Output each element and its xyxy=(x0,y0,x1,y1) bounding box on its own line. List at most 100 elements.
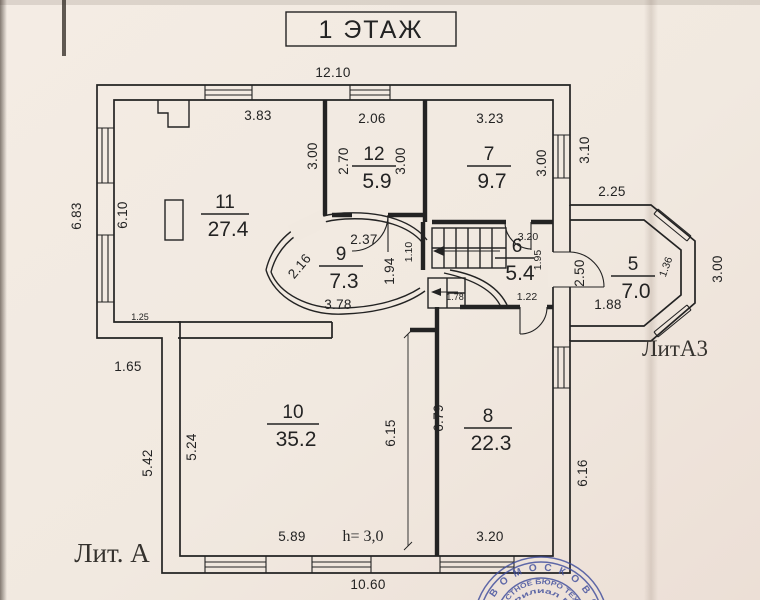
title-box xyxy=(285,11,457,47)
building-label-lit-a: Лит. А xyxy=(74,538,150,568)
window-left-1 xyxy=(97,127,114,184)
room-10-label: 10 35.2 xyxy=(267,402,319,451)
window-bay-bottom xyxy=(653,304,692,338)
dim-r9-top: 2.37 xyxy=(350,232,377,247)
top-edge-shadow xyxy=(0,0,760,5)
room9-door-opening xyxy=(287,210,329,242)
room-7-area: 9.7 xyxy=(477,170,506,193)
dim-r8-bottom: 3.20 xyxy=(476,529,503,544)
room-8-number: 8 xyxy=(483,406,494,427)
dim-left-out: 6.83 xyxy=(69,202,84,229)
step-box xyxy=(427,277,466,309)
dim-r6-bottom: 1.22 xyxy=(517,291,538,303)
window-bottom-3 xyxy=(439,556,515,573)
dim-r9-bottom: 3.78 xyxy=(324,297,351,312)
dim-bay-right: 3.00 xyxy=(710,255,725,282)
room-10-number: 10 xyxy=(282,402,303,423)
window-bottom-2 xyxy=(311,556,372,573)
dim-bay-bottom: 1.88 xyxy=(594,297,621,312)
interior-walls xyxy=(322,100,553,556)
dim-bottom-width: 10.60 xyxy=(350,577,385,592)
dim-left-in: 6.10 xyxy=(115,201,130,228)
room-5-area: 7.0 xyxy=(621,280,650,303)
dim-r11-top: 3.83 xyxy=(244,108,271,123)
room-9-label: 9 7.3 xyxy=(319,244,363,293)
window-right-top xyxy=(553,134,570,179)
paper-crease xyxy=(644,0,658,600)
room-12-area: 5.9 xyxy=(362,170,391,193)
page-edge-line xyxy=(62,0,66,56)
door-room6 xyxy=(519,306,548,335)
door-room7 xyxy=(504,221,532,250)
dimension-line-6-15 xyxy=(403,329,413,551)
dim-r10-right: 6.15 xyxy=(383,419,398,446)
room-9-area: 7.3 xyxy=(329,270,358,293)
room-6-area: 5.4 xyxy=(505,262,535,285)
building-label-lit-a3: ЛитА3 xyxy=(642,336,708,361)
room-10-area: 35.2 xyxy=(276,428,317,451)
dim-r12-top: 2.06 xyxy=(358,111,385,126)
dim-step-box: 1.78 xyxy=(446,292,464,302)
stove-rect xyxy=(164,199,184,241)
dim-r6-top: 3.20 xyxy=(518,231,539,243)
dim-top-width: 12.10 xyxy=(315,65,350,80)
room-8-area: 22.3 xyxy=(471,432,512,455)
floor-title: 1 ЭТАЖ xyxy=(318,16,423,44)
door-room12 xyxy=(351,214,389,252)
step-arrow-icon xyxy=(431,288,441,296)
stairs-arrow-icon xyxy=(433,246,444,256)
room-6-label: 6 5.4 xyxy=(495,236,535,285)
room-11-number: 11 xyxy=(215,192,235,213)
dim-r10-bottom: 5.89 xyxy=(278,529,305,544)
wall-room11-bottom xyxy=(178,321,437,339)
room-8-label: 8 22.3 xyxy=(464,406,512,455)
room-9-number: 9 xyxy=(336,244,347,265)
window-top-2 xyxy=(349,85,391,100)
room-labels: 11 27.4 12 5.9 7 9.7 9 7.3 6 5.4 5 7.0 xyxy=(201,144,655,455)
dim-bay-top: 2.25 xyxy=(598,184,625,199)
dim-left-low-out: 5.42 xyxy=(140,449,155,476)
room-12-number: 12 xyxy=(363,144,384,165)
room-5-label: 5 7.0 xyxy=(611,254,655,303)
dim-r12-right: 3.00 xyxy=(393,147,408,174)
window-bay-top xyxy=(653,208,692,242)
window-left-2 xyxy=(97,234,114,303)
bay-door-jambs xyxy=(553,251,570,288)
dim-r9-right: 1.94 xyxy=(382,257,397,285)
room-11-label: 11 27.4 xyxy=(201,192,249,241)
curved-passage-wall xyxy=(443,269,509,308)
staircase xyxy=(431,227,507,269)
ceiling-height-note: h= 3,0 xyxy=(342,528,383,545)
wall-niche xyxy=(157,100,190,128)
bay-door-opening xyxy=(548,252,574,287)
window-top-1 xyxy=(204,85,253,100)
dim-right-top-out: 3.10 xyxy=(577,136,592,163)
dim-r11-right-h: 3.00 xyxy=(305,142,320,169)
room-7-number: 7 xyxy=(484,144,495,165)
window-right-low xyxy=(553,346,570,389)
room-11-area: 27.4 xyxy=(208,218,249,241)
window-bottom-1 xyxy=(204,556,267,573)
dim-right-low-out: 6.16 xyxy=(575,459,590,486)
dim-r7-right: 3.00 xyxy=(534,149,549,176)
dim-r12-left: 2.70 xyxy=(336,147,351,174)
left-photo-edge xyxy=(0,0,7,600)
door-room5 xyxy=(569,251,605,288)
room-7-label: 7 9.7 xyxy=(467,144,511,193)
doors xyxy=(351,214,605,335)
room-12-label: 12 5.9 xyxy=(352,144,396,193)
dim-bay-left: 2.50 xyxy=(572,259,587,286)
dim-r7-top: 3.23 xyxy=(476,111,503,126)
dim-left-low-in: 5.24 xyxy=(184,433,199,461)
room-5-number: 5 xyxy=(628,254,639,275)
dim-step-in: 1.25 xyxy=(131,312,149,322)
windows xyxy=(97,85,692,573)
room-6-number: 6 xyxy=(512,236,523,257)
dim-step-out: 1.65 xyxy=(114,359,141,374)
dim-r9-wall: 1.10 xyxy=(403,242,415,263)
dim-wall-10-8: 6.79 xyxy=(431,404,446,431)
room9-curved-walls xyxy=(265,210,428,315)
title-block: 1 ЭТАЖ xyxy=(285,11,457,47)
